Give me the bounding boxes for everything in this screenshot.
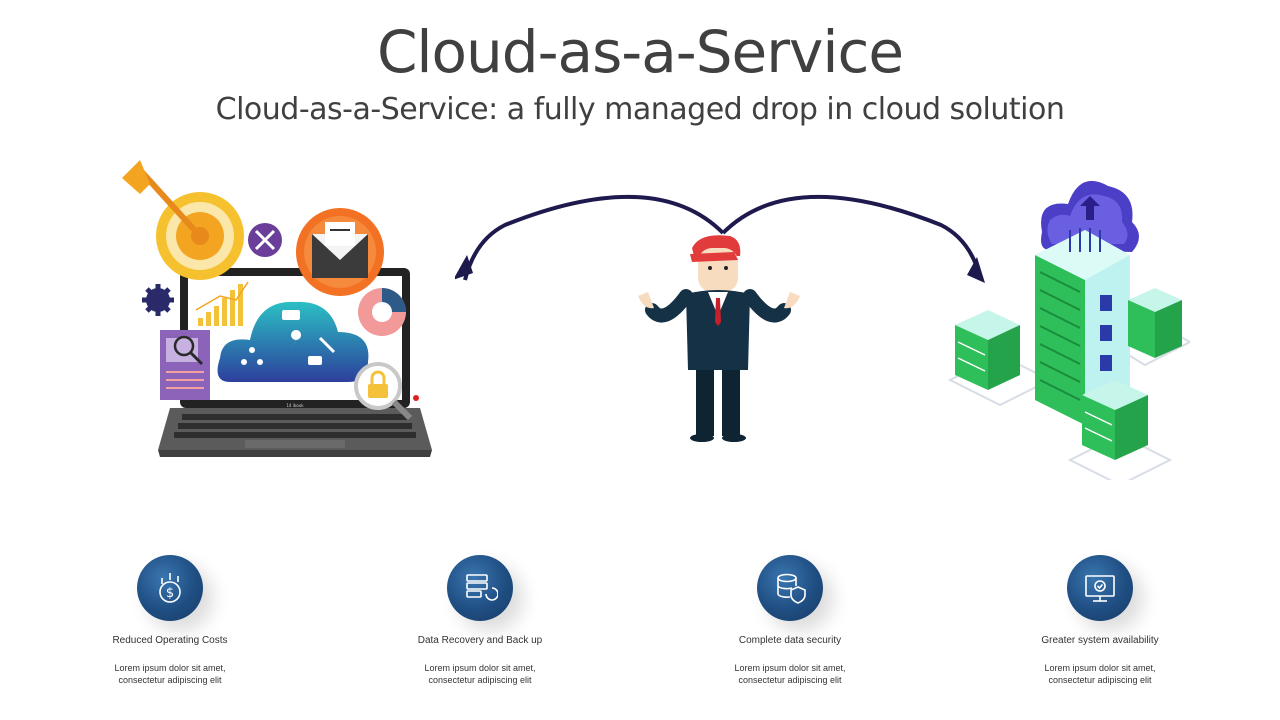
- laptop-illustration: 14 ibook: [122, 160, 432, 457]
- businessman-illustration: [638, 235, 800, 442]
- feature-description: Lorem ipsum dolor sit amet,consectetur a…: [114, 663, 226, 685]
- server-cloud-illustration: [947, 180, 1190, 480]
- gear-icon: [142, 284, 174, 316]
- database-shield-icon: [757, 555, 823, 621]
- feature-description: Lorem ipsum dolor sit amet,consectetur a…: [1044, 663, 1156, 685]
- feature-data-security: Complete data security Lorem ipsum dolor…: [680, 555, 900, 686]
- feature-label: Data Recovery and Back up: [417, 635, 543, 646]
- small-server-right: [1128, 288, 1182, 358]
- feature-label: Complete data security: [738, 635, 842, 646]
- svg-text:$: $: [166, 586, 174, 601]
- bar-chart-icon: [198, 284, 243, 326]
- cloud-network-icon: [217, 301, 369, 382]
- feature-description: Lorem ipsum dolor sit amet,consectetur a…: [424, 663, 536, 685]
- lock-magnifier-icon: [354, 362, 413, 421]
- feature-reduced-costs: $ Reduced Operating Costs Lorem ipsum do…: [60, 555, 280, 686]
- feature-data-recovery: Data Recovery and Back up Lorem ipsum do…: [370, 555, 590, 686]
- document-search-icon: [160, 330, 210, 400]
- feature-system-availability: Greater system availability Lorem ipsum …: [990, 555, 1210, 686]
- dollar-chart-icon: $: [137, 555, 203, 621]
- arrows-illustration: [455, 195, 985, 283]
- feature-label: Greater system availability: [1041, 635, 1159, 646]
- small-server-front: [1082, 380, 1148, 460]
- slide-subtitle: Cloud-as-a-Service: a fully managed drop…: [215, 92, 1065, 127]
- server-backup-icon: [447, 555, 513, 621]
- small-server-left: [955, 310, 1020, 390]
- feature-description: Lorem ipsum dolor sit amet,consectetur a…: [734, 663, 846, 685]
- slide-title: Cloud-as-a-Service: [376, 18, 904, 86]
- monitor-check-icon: [1067, 555, 1133, 621]
- feature-label: Reduced Operating Costs: [112, 635, 228, 646]
- laptop-brand: 14 ibook: [286, 403, 304, 408]
